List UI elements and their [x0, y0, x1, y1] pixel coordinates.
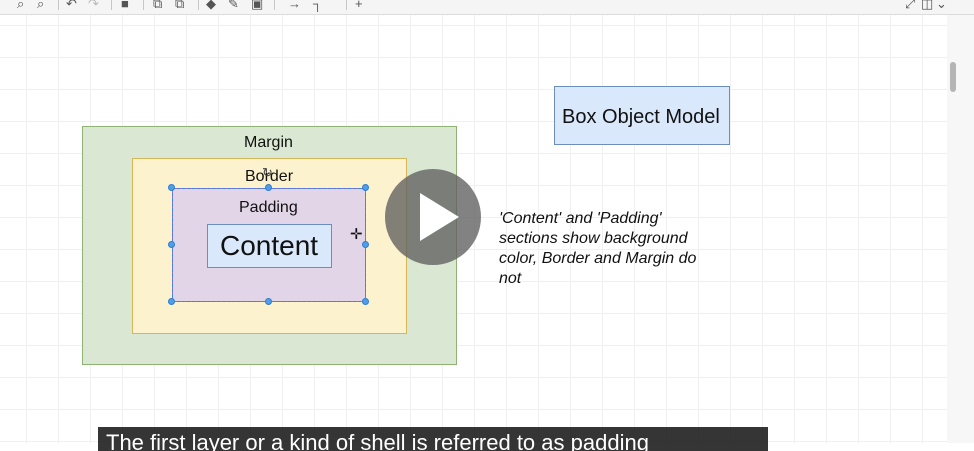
rotate-handle-icon[interactable]: ↻	[262, 165, 273, 180]
waypoints-icon[interactable]: ┐	[313, 0, 323, 11]
zoom-in-icon[interactable]: ⌕	[17, 0, 25, 11]
video-subtitle: The first layer or a kind of shell is re…	[98, 427, 768, 451]
fullscreen-icon[interactable]: ⤢	[905, 0, 916, 11]
toolbar: ⌕ ⌕ ↶ ↷ ■ ⧉ ⧉ ◆ ✎ ▣ → ┐ + ⤢ ◫ ⌄	[0, 0, 974, 15]
selection-outline	[172, 188, 366, 302]
padding-label: Padding	[239, 199, 298, 216]
redo-icon[interactable]: ↷	[88, 0, 99, 11]
to-front-icon[interactable]: ⧉	[153, 0, 163, 11]
collapse-icon[interactable]: ⌄	[936, 0, 947, 11]
zoom-out-icon[interactable]: ⌕	[37, 0, 45, 11]
border-label: Border	[245, 168, 294, 185]
margin-label: Margin	[244, 134, 293, 151]
resize-handle-s[interactable]	[265, 298, 272, 305]
annotation-note[interactable]: 'Content' and 'Padding' sections show ba…	[499, 210, 697, 287]
resize-handle-ne[interactable]	[362, 184, 369, 191]
insert-icon[interactable]: +	[355, 0, 363, 11]
scrollbar-thumb[interactable]	[950, 62, 956, 92]
resize-handle-n[interactable]	[265, 184, 272, 191]
toolbar-separator	[274, 0, 275, 10]
toolbar-separator	[58, 0, 59, 10]
content-box[interactable]	[207, 224, 332, 268]
to-back-icon[interactable]: ⧉	[175, 0, 185, 11]
play-button[interactable]	[385, 169, 481, 265]
fill-color-icon[interactable]: ◆	[206, 0, 216, 11]
format-panel-icon[interactable]: ◫	[921, 0, 934, 11]
shadow-icon[interactable]: ▣	[251, 0, 264, 11]
line-color-icon[interactable]: ✎	[228, 0, 239, 11]
diagram-title: Box Object Model	[562, 106, 720, 128]
content-label: Content	[220, 230, 319, 261]
resize-handle-nw[interactable]	[168, 184, 175, 191]
toolbar-separator	[111, 0, 112, 10]
toolbar-separator	[198, 0, 199, 10]
connection-icon[interactable]: →	[288, 0, 301, 11]
resize-handle-sw[interactable]	[168, 298, 175, 305]
resize-handle-e[interactable]	[362, 241, 369, 248]
resize-handle-se[interactable]	[362, 298, 369, 305]
move-cursor-icon: ✛	[350, 226, 363, 243]
toolbar-separator	[143, 0, 144, 10]
title-box[interactable]	[554, 86, 730, 145]
play-icon	[420, 193, 459, 241]
resize-handle-w[interactable]	[168, 241, 175, 248]
undo-icon[interactable]: ↶	[66, 0, 77, 11]
toolbar-separator	[346, 0, 347, 10]
delete-icon[interactable]: ■	[121, 0, 129, 11]
